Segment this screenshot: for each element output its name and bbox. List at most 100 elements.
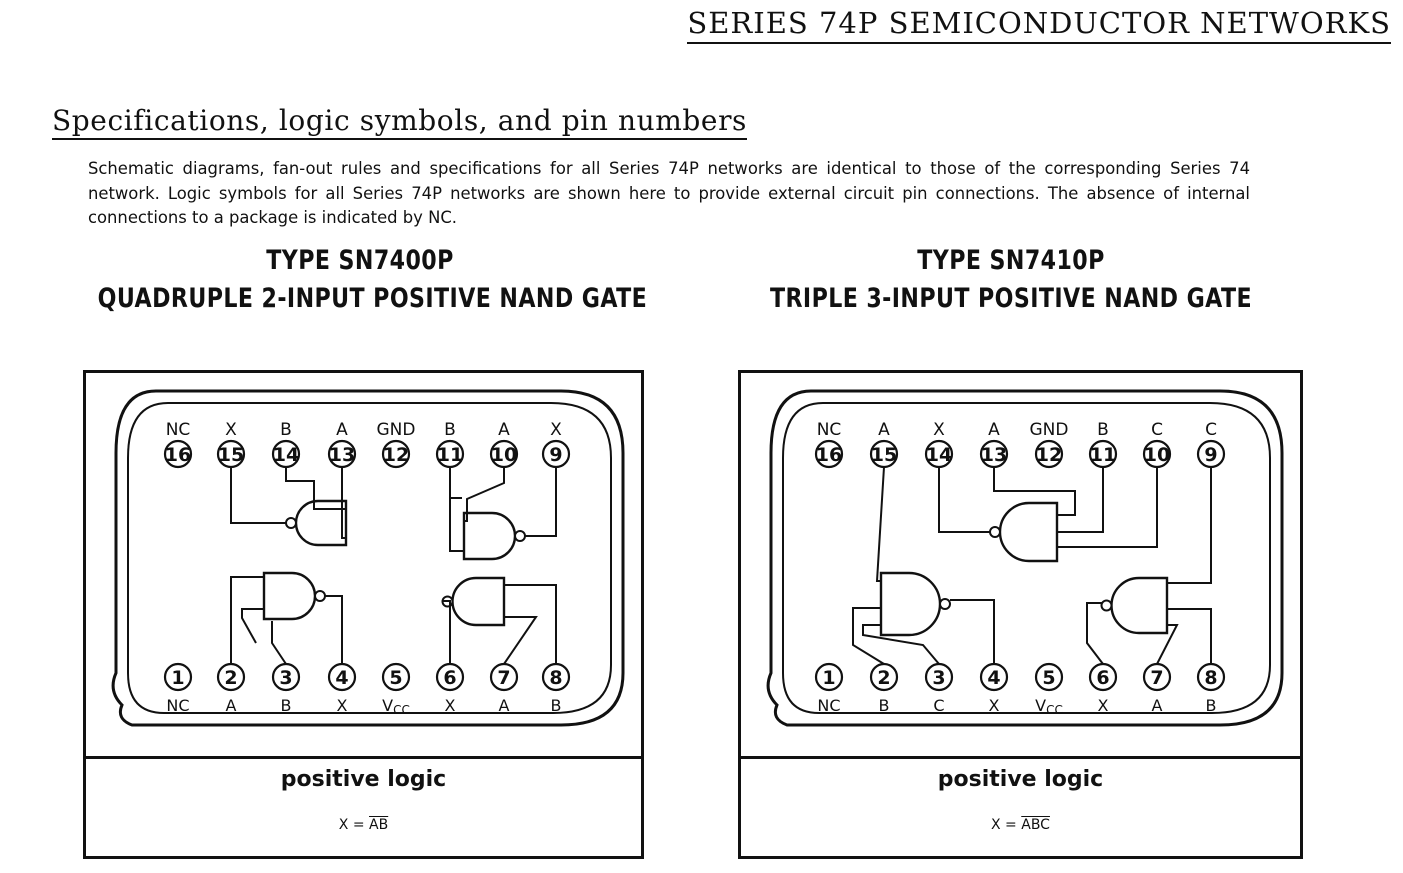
pin-circle	[1034, 439, 1064, 469]
wire	[938, 467, 990, 533]
inversion-bubble	[314, 590, 326, 602]
pin-label: X	[933, 420, 945, 440]
pin-label: B	[280, 420, 292, 440]
wire	[464, 467, 505, 522]
wire	[271, 621, 287, 665]
positive-logic-label: positive logic	[280, 767, 447, 792]
pin-label: X	[1098, 696, 1109, 715]
pin-number: 3	[932, 667, 945, 689]
pin-label: C	[933, 696, 944, 715]
pin-number: 11	[1090, 444, 1116, 466]
pin-number: 10	[1144, 444, 1170, 466]
pin-diagram-sn7400p: NC16X15B14A13GND12B11A10X91NC2A3B4X5VCC6…	[111, 389, 625, 727]
pin-number: 2	[877, 667, 890, 689]
nand-gate	[262, 571, 317, 621]
wire	[503, 616, 538, 665]
pin-number: 9	[1204, 444, 1217, 466]
intro-paragraph: Schematic diagrams, fan-out rules and sp…	[88, 159, 1250, 227]
nand-gate	[294, 499, 348, 547]
package-inner-outline	[782, 402, 1271, 714]
pin-label: A	[498, 420, 510, 440]
wire	[993, 467, 1076, 516]
pin-label: A	[336, 420, 348, 440]
pin-label: B	[551, 696, 562, 715]
device-heading-sn7400p: TYPE SN7400P QUADRUPLE 2-INPUT POSITIVE …	[98, 242, 647, 318]
pin-number: 10	[491, 444, 517, 466]
pin-number: 5	[1042, 667, 1055, 689]
pin-circle	[163, 439, 193, 469]
positive-logic-label: positive logic	[937, 767, 1104, 792]
wire	[1086, 602, 1104, 665]
pin-number: 15	[871, 444, 897, 466]
pin-label: VCC	[1035, 696, 1063, 717]
pin-number: 16	[816, 444, 842, 466]
wire	[1167, 608, 1212, 664]
wire	[504, 584, 557, 664]
pin-label: B	[1097, 420, 1109, 440]
device-type-label: TYPE SN7400P	[266, 245, 454, 276]
inversion-bubble	[514, 530, 526, 542]
pin-number: 6	[443, 667, 456, 689]
pin-number: 7	[497, 667, 510, 689]
pin-circle	[1034, 662, 1064, 692]
pin-number: 11	[437, 444, 463, 466]
pin-label: A	[878, 420, 890, 440]
wire	[950, 599, 995, 664]
device-type-label: TYPE SN7410P	[917, 245, 1105, 276]
pin-label: C	[1151, 420, 1163, 440]
inversion-bubble	[285, 517, 297, 529]
series-title: SERIES 74P SEMICONDUCTOR NETWORKS	[687, 6, 1391, 44]
logic-panel: positive logic X = ABC	[741, 756, 1300, 856]
pin-circle	[814, 439, 844, 469]
nand-gate	[879, 571, 942, 637]
device-description: TRIPLE 3-INPUT POSITIVE NAND GATE	[769, 283, 1253, 314]
pin-label: NC	[817, 420, 842, 440]
pin-label: NC	[166, 420, 191, 440]
pin-number: 12	[1036, 444, 1062, 466]
package-inner-outline	[127, 402, 612, 714]
section-title: Specifications, logic symbols, and pin n…	[52, 104, 748, 140]
wire	[449, 467, 462, 499]
equation-rhs: ABC	[1021, 817, 1050, 833]
pin-number: 3	[279, 667, 292, 689]
wire	[1057, 467, 1158, 548]
pin-number: 4	[987, 667, 1000, 689]
pin-label: X	[337, 696, 348, 715]
pin-circle	[381, 662, 411, 692]
pin-label: NC	[166, 696, 189, 715]
pin-diagram-sn7410p: NC16A15X14A13GND12B11C10C91NC2B3C4X5VCC6…	[766, 389, 1284, 727]
wire	[1156, 624, 1179, 665]
device-heading-sn7410p: TYPE SN7410P TRIPLE 3-INPUT POSITIVE NAN…	[746, 242, 1276, 318]
pin-number: 14	[273, 444, 299, 466]
pin-label: A	[499, 696, 510, 715]
pin-number: 13	[981, 444, 1007, 466]
nand-gate	[998, 501, 1059, 563]
pin-number: 2	[224, 667, 237, 689]
wire	[862, 624, 940, 665]
pin-label: GND	[1030, 420, 1069, 440]
pin-label: GND	[377, 420, 416, 440]
wire	[1057, 467, 1104, 533]
inversion-bubble	[989, 526, 1001, 538]
logic-equation: X = AB	[86, 817, 641, 833]
pin-number: 8	[1204, 667, 1217, 689]
pin-label: A	[226, 696, 237, 715]
logic-equation: X = ABC	[741, 817, 1300, 833]
wire	[230, 467, 286, 524]
pin-label: VCC	[382, 696, 410, 717]
nand-gate	[1110, 576, 1169, 635]
pin-circle	[814, 662, 844, 692]
pin-number: 1	[822, 667, 835, 689]
package-outline	[766, 389, 1284, 727]
nand-gate	[462, 511, 517, 561]
pin-number: 8	[549, 667, 562, 689]
pin-number: 14	[926, 444, 952, 466]
equation-lhs: X =	[991, 817, 1022, 833]
wire	[875, 466, 885, 582]
wire	[852, 607, 885, 665]
pin-label: X	[989, 696, 1000, 715]
pin-label: B	[879, 696, 890, 715]
package-outline	[111, 389, 625, 727]
pin-number: 15	[218, 444, 244, 466]
